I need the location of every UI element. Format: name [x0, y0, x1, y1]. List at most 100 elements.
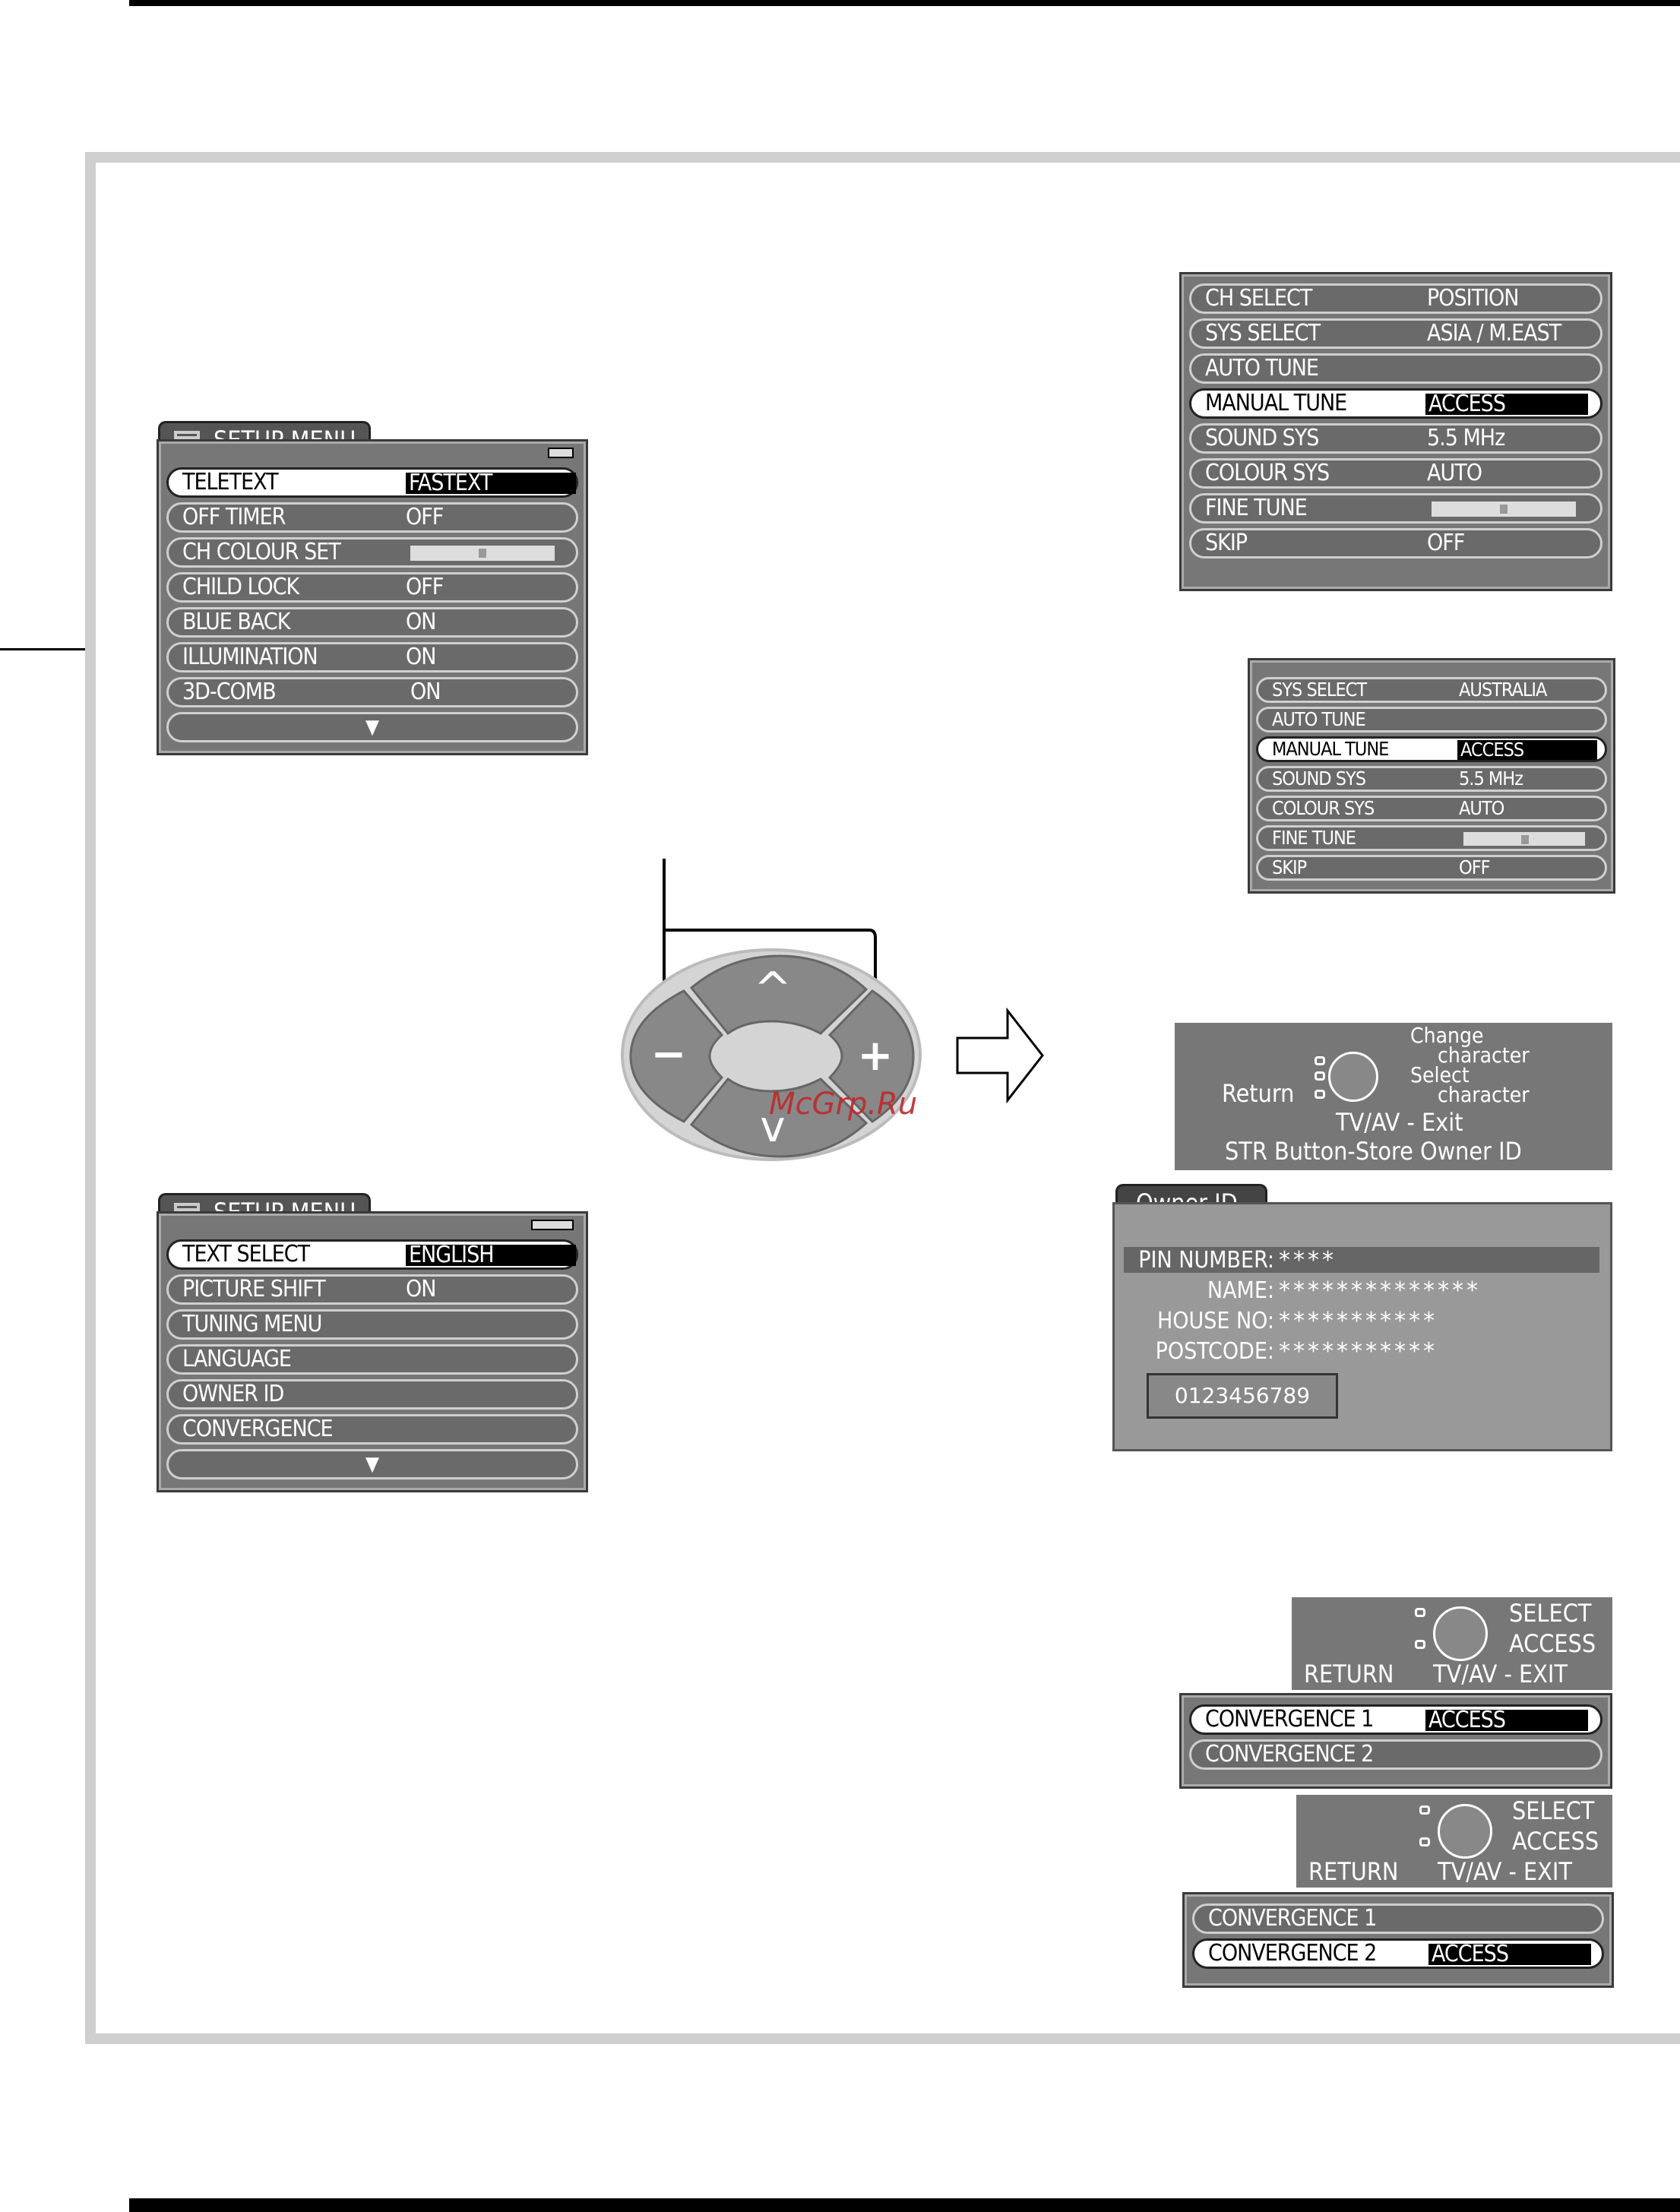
fine-tune-bar[interactable]	[1432, 502, 1576, 517]
row-value-highlight: FASTEXT	[406, 472, 576, 495]
convergence-row-1[interactable]: CONVERGENCE 1	[1192, 1903, 1604, 1934]
scroll-down-row[interactable]: ▼	[166, 712, 578, 742]
scroll-down-row[interactable]: ▼	[166, 1449, 578, 1479]
tuning-row-ch-select[interactable]: CH SELECT POSITION	[1189, 283, 1602, 314]
row-label: LANGUAGE	[182, 1346, 292, 1372]
setup-row-text-select[interactable]: TEXT SELECT ENGLISH	[166, 1239, 578, 1270]
owner-id-panel: PIN NUMBER: **** NAME: ************** HO…	[1112, 1202, 1612, 1451]
row-label: OWNER ID	[182, 1381, 284, 1407]
setup-row-language[interactable]: LANGUAGE	[166, 1344, 578, 1375]
character-selector[interactable]: 0123456789	[1147, 1373, 1338, 1419]
setup-row-off-timer[interactable]: OFF TIMER OFF	[166, 502, 578, 533]
pin-number-field[interactable]: ****	[1279, 1247, 1337, 1274]
setup-row-ch-colour-set[interactable]: CH COLOUR SET	[166, 537, 578, 568]
help-exit: TV/AV - EXIT	[1433, 1660, 1568, 1688]
house-no-field[interactable]: ***********	[1279, 1308, 1438, 1334]
row-value: OFF	[1427, 530, 1465, 556]
setup-row-tuning-menu[interactable]: TUNING MENU	[166, 1309, 578, 1340]
row-value: AUTO	[1427, 460, 1482, 486]
help-character-2: character	[1438, 1082, 1530, 1107]
row-value: ON	[406, 1276, 436, 1302]
row-label: MANUAL TUNE	[1205, 390, 1347, 416]
help-access: ACCESS	[1509, 1629, 1596, 1658]
row-value: 5.5 MHz	[1427, 425, 1505, 451]
row-value: OFF	[406, 574, 444, 600]
row-label: FINE TUNE	[1205, 495, 1308, 521]
tuning-row-manual-tune[interactable]: MANUAL TUNE ACCESS	[1189, 388, 1602, 419]
row-label: CONVERGENCE 1	[1208, 1905, 1377, 1932]
tuning-row-sound-sys[interactable]: SOUND SYS 5.5 MHz	[1256, 766, 1607, 792]
help-exit: TV/AV - EXIT	[1438, 1857, 1572, 1886]
row-label: SYS SELECT	[1205, 320, 1321, 347]
setup-row-child-lock[interactable]: CHILD LOCK OFF	[166, 572, 578, 603]
tuning-row-manual-tune[interactable]: MANUAL TUNE ACCESS	[1256, 736, 1607, 762]
help-access: ACCESS	[1512, 1827, 1599, 1856]
tuning-row-fine-tune[interactable]: FINE TUNE	[1189, 493, 1602, 524]
remote-navigation-pad: ^ v − +	[621, 859, 922, 1161]
tuning-row-colour-sys[interactable]: COLOUR SYS AUTO	[1189, 458, 1602, 489]
help-select: SELECT	[1509, 1599, 1592, 1628]
pin-number-label: PIN NUMBER:	[1138, 1247, 1274, 1274]
bottom-rule	[129, 2198, 1680, 2212]
row-label: BLUE BACK	[182, 609, 290, 635]
setup-row-teletext[interactable]: TELETEXT FASTEXT	[166, 467, 578, 498]
name-label: NAME:	[1207, 1277, 1274, 1304]
house-no-label: HOUSE NO:	[1156, 1308, 1274, 1334]
setup-row-owner-id[interactable]: OWNER ID	[166, 1379, 578, 1410]
tuning-row-fine-tune[interactable]: FINE TUNE	[1256, 825, 1607, 851]
row-value: AUSTRALIA	[1459, 679, 1547, 701]
tuning-row-auto-tune[interactable]: AUTO TUNE	[1256, 707, 1607, 733]
row-value-highlight: ACCESS	[1425, 1709, 1588, 1732]
tuning-row-colour-sys[interactable]: COLOUR SYS AUTO	[1256, 796, 1607, 821]
setup-row-illumination[interactable]: ILLUMINATION ON	[166, 642, 578, 672]
row-label: COLOUR SYS	[1205, 460, 1330, 486]
row-label: TELETEXT	[182, 469, 279, 495]
setup-row-picture-shift[interactable]: PICTURE SHIFT ON	[166, 1274, 578, 1305]
row-value: ON	[406, 609, 436, 635]
row-label: OFF TIMER	[182, 504, 286, 530]
convergence-row-2[interactable]: CONVERGENCE 2	[1189, 1739, 1602, 1770]
down-button[interactable]	[689, 1077, 868, 1158]
row-label: TUNING MENU	[182, 1311, 322, 1337]
tuning-menu-asia: CH SELECT POSITION SYS SELECT ASIA / M.E…	[1179, 272, 1612, 591]
convergence-row-2[interactable]: CONVERGENCE 2 ACCESS	[1192, 1938, 1604, 1969]
plus-button[interactable]	[827, 989, 915, 1123]
postcode-field[interactable]: ***********	[1279, 1338, 1438, 1365]
fine-tune-bar[interactable]	[1463, 832, 1585, 846]
owner-id-help-panel: Change character Select character Return…	[1175, 1023, 1612, 1170]
convergence-row-1[interactable]: CONVERGENCE 1 ACCESS	[1189, 1704, 1602, 1735]
setup-row-3d-comb[interactable]: 3D-COMB ON	[166, 677, 578, 707]
row-label: CHILD LOCK	[182, 574, 299, 600]
row-label: SYS SELECT	[1272, 679, 1367, 701]
up-button[interactable]	[689, 954, 868, 1036]
colour-level-bar[interactable]	[410, 546, 555, 561]
row-label: PICTURE SHIFT	[182, 1276, 326, 1302]
tuning-row-skip[interactable]: SKIP OFF	[1256, 855, 1607, 881]
minus-button[interactable]	[629, 989, 724, 1123]
convergence-help-panel-2: SELECT ACCESS RETURN TV/AV - EXIT	[1296, 1795, 1612, 1888]
help-exit: TV/AV - Exit	[1336, 1108, 1463, 1137]
name-field[interactable]: **************	[1279, 1277, 1481, 1304]
row-label: SKIP	[1205, 530, 1248, 556]
top-rule	[129, 0, 1680, 6]
right-arrow-icon	[956, 1008, 1044, 1103]
content-frame	[85, 152, 1680, 2044]
navigation-dial-icon	[1438, 1804, 1492, 1859]
postcode-label: POSTCODE:	[1155, 1338, 1274, 1365]
row-label: CONVERGENCE 2	[1205, 1741, 1374, 1767]
setup-row-convergence[interactable]: CONVERGENCE	[166, 1414, 578, 1445]
row-label: COLOUR SYS	[1272, 797, 1375, 819]
minus-label: −	[651, 1030, 687, 1079]
help-character-1: character	[1438, 1043, 1530, 1068]
up-label: ^	[754, 963, 792, 1016]
down-arrow-icon: ▼	[365, 1453, 379, 1476]
tuning-row-skip[interactable]: SKIP OFF	[1189, 528, 1602, 559]
tuning-row-sys-select[interactable]: SYS SELECT AUSTRALIA	[1256, 677, 1607, 703]
row-label: CONVERGENCE 2	[1208, 1940, 1377, 1967]
tuning-row-sys-select[interactable]: SYS SELECT ASIA / M.EAST	[1189, 318, 1602, 349]
row-label: ILLUMINATION	[182, 644, 318, 670]
tuning-row-sound-sys[interactable]: SOUND SYS 5.5 MHz	[1189, 423, 1602, 454]
tuning-row-auto-tune[interactable]: AUTO TUNE	[1189, 353, 1602, 384]
row-label: CH COLOUR SET	[182, 539, 341, 565]
setup-row-blue-back[interactable]: BLUE BACK ON	[166, 607, 578, 638]
